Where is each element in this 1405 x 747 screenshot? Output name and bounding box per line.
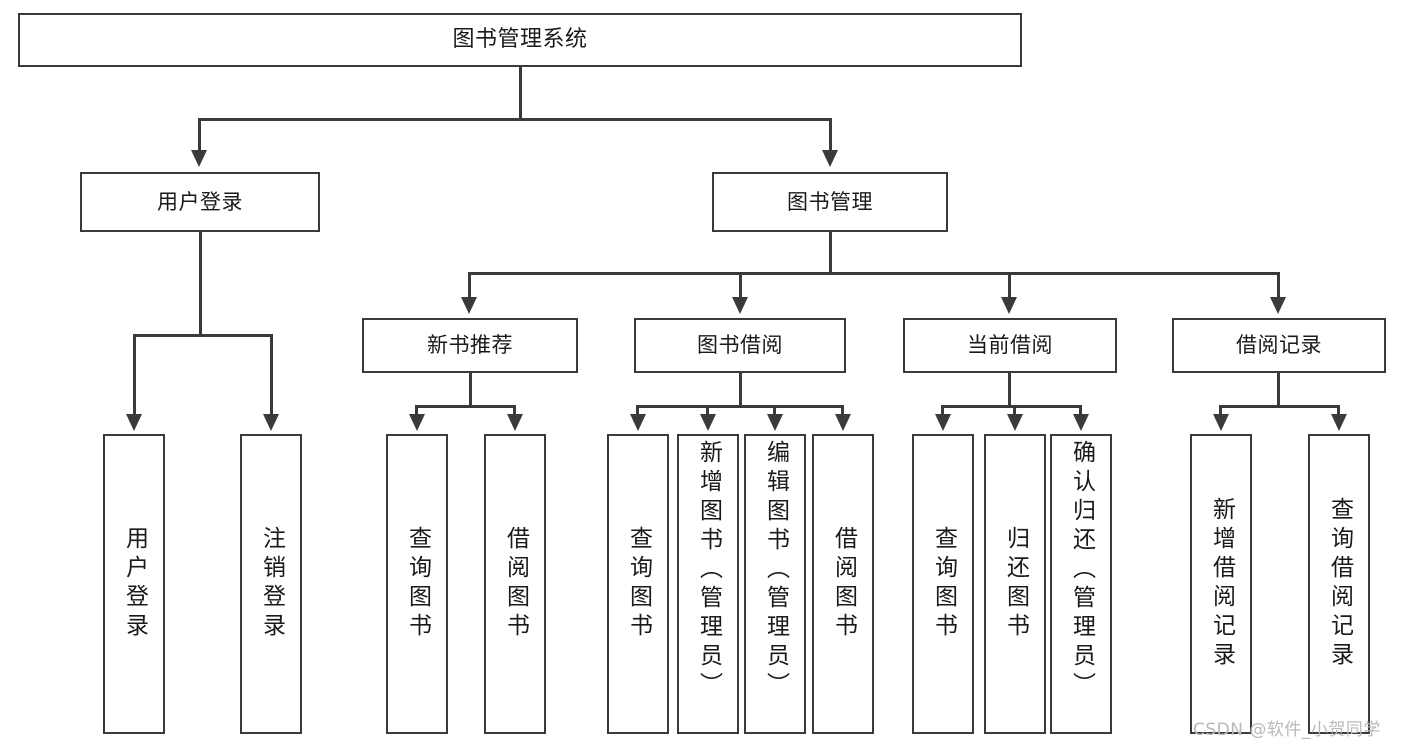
connector-book-borrow-stem (739, 373, 742, 407)
arrowhead-leaf-borrow-book-1 (507, 414, 523, 431)
node-label: 新增图书（管理员） (695, 440, 722, 701)
connector-drop-book-borrow (739, 272, 742, 298)
connector-user-login-stem (199, 232, 202, 336)
node-leaf-logout[interactable]: 注销登录 (240, 434, 302, 734)
connector-book-borrow-bus (636, 405, 844, 408)
arrowhead-leaf-logout (263, 414, 279, 431)
arrowhead-leaf-confirm-return (1073, 414, 1089, 431)
connector-book-manage-bus (468, 272, 1280, 275)
arrowhead-leaf-query-record (1331, 414, 1347, 431)
node-label: 借阅图书 (830, 526, 857, 642)
arrowhead-current-borrow (1001, 297, 1017, 314)
node-leaf-query-record[interactable]: 查询借阅记录 (1308, 434, 1370, 734)
connector-root-stem (519, 67, 522, 120)
node-user-login[interactable]: 用户登录 (80, 172, 320, 232)
node-leaf-borrow-book-2[interactable]: 借阅图书 (812, 434, 874, 734)
node-leaf-return-book[interactable]: 归还图书 (984, 434, 1046, 734)
connector-drop-leaf-borrow-book-1 (513, 405, 516, 416)
connector-drop-leaf-borrow-book-2 (841, 405, 844, 416)
arrowhead-leaf-return-book (1007, 414, 1023, 431)
connector-root-bus (198, 118, 832, 121)
connector-drop-leaf-query-book-3 (941, 405, 944, 416)
node-label: 查询图书 (625, 526, 652, 642)
node-label: 注销登录 (258, 526, 285, 642)
arrowhead-leaf-add-record (1213, 414, 1229, 431)
arrowhead-user-login (191, 150, 207, 167)
connector-book-manage-stem (829, 232, 832, 274)
connector-new-book-recommend-stem (469, 373, 472, 407)
arrowhead-new-book-recommend (461, 297, 477, 314)
connector-drop-new-book-recommend (468, 272, 471, 298)
connector-borrow-record-stem (1277, 373, 1280, 407)
node-leaf-query-book-3[interactable]: 查询图书 (912, 434, 974, 734)
node-label: 编辑图书（管理员） (762, 440, 789, 701)
node-leaf-borrow-book-1[interactable]: 借阅图书 (484, 434, 546, 734)
node-leaf-add-book[interactable]: 新增图书（管理员） (677, 434, 739, 734)
node-book-manage[interactable]: 图书管理 (712, 172, 948, 232)
connector-drop-leaf-add-record (1219, 405, 1222, 416)
node-label: 确认归还（管理员） (1068, 440, 1095, 701)
arrowhead-leaf-query-book-2 (630, 414, 646, 431)
node-book-borrow[interactable]: 图书借阅 (634, 318, 846, 373)
arrowhead-book-manage (822, 150, 838, 167)
node-label: 图书管理 (787, 189, 873, 214)
node-leaf-query-book-1[interactable]: 查询图书 (386, 434, 448, 734)
connector-drop-user-login (198, 118, 201, 151)
node-label: 借阅记录 (1236, 333, 1322, 358)
node-label: 借阅图书 (502, 526, 529, 642)
node-label: 图书借阅 (697, 333, 783, 358)
node-label: 用户登录 (157, 189, 243, 214)
connector-drop-book-manage (829, 118, 832, 151)
node-label: 当前借阅 (967, 333, 1053, 358)
node-borrow-record[interactable]: 借阅记录 (1172, 318, 1386, 373)
arrowhead-leaf-add-book (700, 414, 716, 431)
connector-drop-leaf-user-login (133, 334, 136, 415)
node-root-system[interactable]: 图书管理系统 (18, 13, 1022, 67)
connector-drop-borrow-record (1277, 272, 1280, 298)
node-current-borrow[interactable]: 当前借阅 (903, 318, 1117, 373)
connector-drop-current-borrow (1008, 272, 1011, 298)
arrowhead-book-borrow (732, 297, 748, 314)
connector-user-login-bus (133, 334, 273, 337)
node-leaf-edit-book[interactable]: 编辑图书（管理员） (744, 434, 806, 734)
node-leaf-user-login[interactable]: 用户登录 (103, 434, 165, 734)
connector-drop-leaf-confirm-return (1079, 405, 1082, 416)
node-label: 新增借阅记录 (1208, 497, 1235, 671)
arrowhead-borrow-record (1270, 297, 1286, 314)
node-new-book-recommend[interactable]: 新书推荐 (362, 318, 578, 373)
arrowhead-leaf-query-book-1 (409, 414, 425, 431)
node-label: 查询图书 (930, 526, 957, 642)
connector-new-book-recommend-bus (415, 405, 516, 408)
arrowhead-leaf-edit-book (767, 414, 783, 431)
node-leaf-add-record[interactable]: 新增借阅记录 (1190, 434, 1252, 734)
connector-drop-leaf-query-book-2 (636, 405, 639, 416)
arrowhead-leaf-borrow-book-2 (835, 414, 851, 431)
connector-current-borrow-stem (1008, 373, 1011, 407)
connector-borrow-record-bus (1219, 405, 1340, 408)
connector-drop-leaf-logout (270, 334, 273, 415)
connector-drop-leaf-add-book (706, 405, 709, 416)
connector-drop-leaf-edit-book (773, 405, 776, 416)
node-leaf-query-book-2[interactable]: 查询图书 (607, 434, 669, 734)
arrowhead-leaf-user-login (126, 414, 142, 431)
node-label: 图书管理系统 (452, 27, 588, 53)
csdn-watermark: CSDN @软件_小贺同学 (1193, 720, 1381, 740)
connector-drop-leaf-query-record (1337, 405, 1340, 416)
node-label: 查询借阅记录 (1326, 497, 1353, 671)
node-label: 用户登录 (121, 526, 148, 642)
arrowhead-leaf-query-book-3 (935, 414, 951, 431)
node-label: 查询图书 (404, 526, 431, 642)
connector-drop-leaf-return-book (1013, 405, 1016, 416)
connector-drop-leaf-query-book-1 (415, 405, 418, 416)
node-label: 新书推荐 (427, 333, 513, 358)
node-leaf-confirm-return[interactable]: 确认归还（管理员） (1050, 434, 1112, 734)
node-label: 归还图书 (1002, 526, 1029, 642)
connector-current-borrow-bus (941, 405, 1081, 408)
